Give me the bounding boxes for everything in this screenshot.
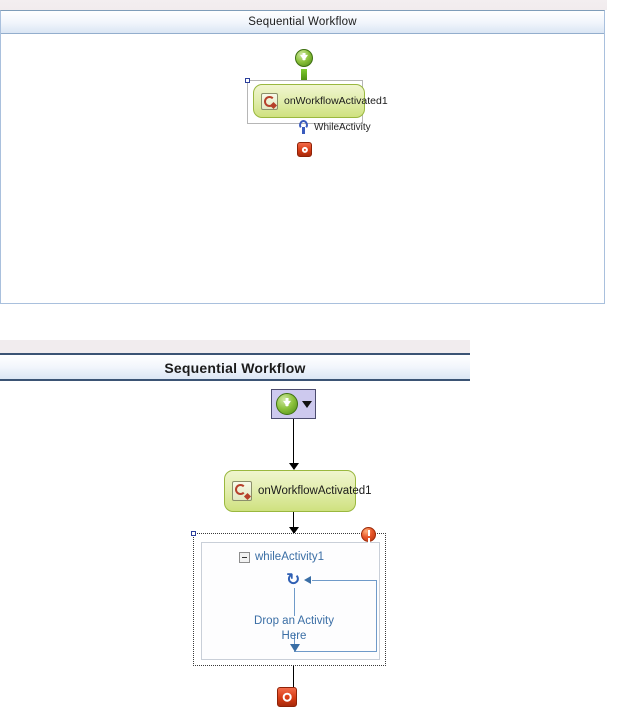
insert-indicator-icon [301,69,307,80]
loop-edge-bottom [294,651,377,652]
error-exclamation-icon[interactable] [361,527,376,542]
icon-nib [243,492,252,501]
while-body-connector-lower [294,634,295,647]
workflow-canvas-top[interactable]: onWorkflowActivated1 WhileActivity [1,35,604,303]
loop-edge-top [312,580,377,581]
stop-icon-bottom[interactable] [277,687,297,707]
while-activity-icon [297,120,310,134]
connector-while-to-end [293,666,294,687]
loop-arrow-icon: ↻ [286,570,301,590]
selection-handle[interactable] [245,78,250,83]
drop-hint-line1: Drop an Activity [254,615,334,627]
drag-preview-label: WhileActivity [314,121,371,133]
start-icon-selected-container[interactable] [271,389,316,419]
drag-preview-while-activity[interactable]: WhileActivity [297,120,371,134]
collapse-minus-icon[interactable] [239,551,250,563]
while-body-arrowhead [290,644,300,652]
connector-activity-to-while [293,512,294,534]
start-arrow-icon[interactable] [295,49,313,67]
drop-hint-line2: Here [281,630,307,642]
top-strip [0,0,607,10]
drop-activity-hint[interactable]: Drop an Activity Here [229,614,359,644]
page-title-bottom: Sequential Workflow [0,355,470,381]
activity-on-workflow-activated[interactable]: onWorkflowActivated1 [224,470,372,512]
workflow-designer-panel-top: Sequential Workflow onWorkflowActivated1 [0,0,607,305]
while-activity-selection-box[interactable]: whileActivity1 ↻ Drop an Activity Here [191,527,386,666]
activity-label-bottom: onWorkflowActivated1 [258,484,372,497]
start-arrow-icon[interactable] [275,393,298,415]
chevron-down-icon[interactable] [301,400,312,408]
while-body-connector-upper [294,588,295,616]
icon-nib [269,101,278,109]
on-workflow-activated-icon [232,481,252,501]
workflow-designer-panel-bottom: Sequential Workflow onWorkflowActivated1 [0,340,470,707]
workflow-canvas-bottom[interactable]: onWorkflowActivated1 whileActivity1 ↻ [0,383,470,707]
bottom-top-strip [0,340,470,355]
activity-label-top: onWorkflowActivated1 [284,95,388,107]
while-activity-body[interactable] [201,542,380,660]
connector-arrowhead [289,527,299,534]
while-activity-name: whileActivity1 [255,551,325,563]
connector-arrowhead [289,463,299,470]
loop-edge-right [376,580,377,652]
connector-start-to-activity [293,419,294,469]
start-arrow-stem [285,398,288,406]
stop-icon-top[interactable] [297,142,312,157]
start-arrow-stem [302,53,306,60]
selection-handle[interactable] [191,531,196,536]
loop-edge-arrowhead [304,576,311,584]
designer-frame: Sequential Workflow onWorkflowActivated1 [0,10,605,304]
activity-on-workflow-activated[interactable]: onWorkflowActivated1 [253,84,388,118]
on-workflow-activated-icon [261,92,278,110]
page-title-top: Sequential Workflow [1,11,604,34]
while-activity-header[interactable]: whileActivity1 [239,551,324,563]
